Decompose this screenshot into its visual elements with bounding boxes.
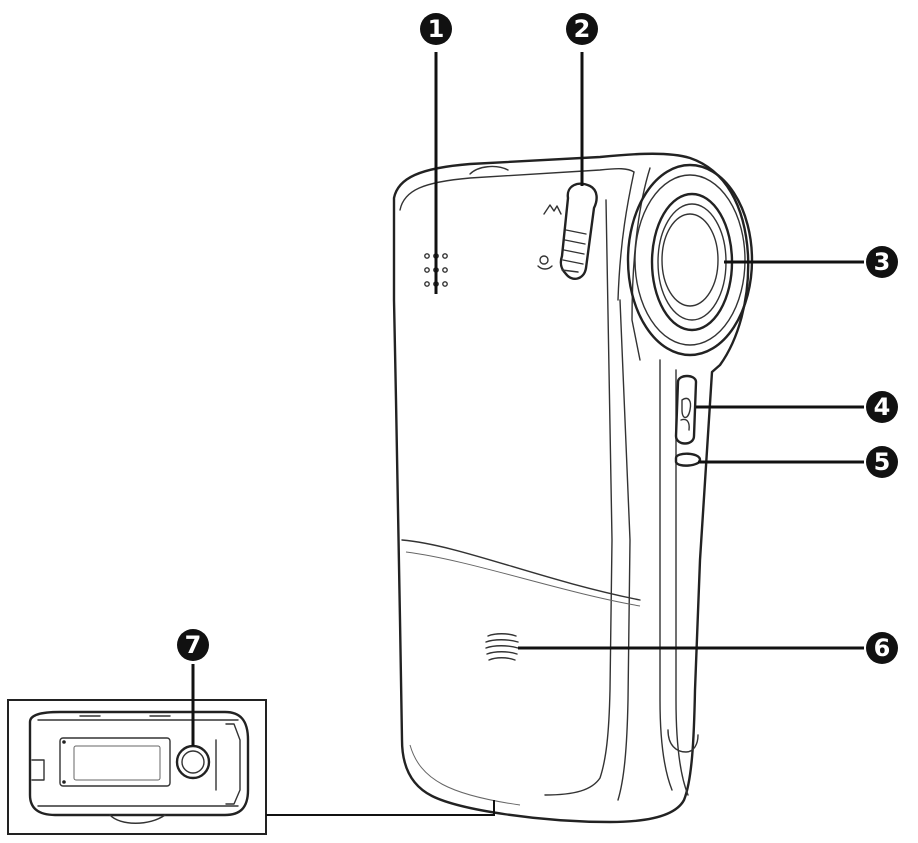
callout-number: 2 <box>574 15 591 43</box>
camcorder-body <box>392 152 750 824</box>
callout-badge <box>177 629 209 661</box>
callout-number: 7 <box>185 631 202 659</box>
callout-badge <box>566 13 598 45</box>
callout-5: 5 <box>866 446 898 478</box>
callout-6: 6 <box>866 632 898 664</box>
speaker-grille <box>485 633 519 661</box>
callout-1: 1 <box>420 13 452 45</box>
lens-assembly <box>626 163 754 357</box>
callout-number: 3 <box>874 248 891 276</box>
callout-badge <box>866 246 898 278</box>
callout-number: 6 <box>874 634 891 662</box>
macro-switch <box>537 182 598 280</box>
callout-number: 1 <box>428 15 445 43</box>
callout-badge <box>866 632 898 664</box>
leader-lines <box>191 52 864 746</box>
strap-holder <box>674 374 698 445</box>
callout-3: 3 <box>866 246 898 278</box>
callout-4: 4 <box>866 391 898 423</box>
callout-badge <box>866 391 898 423</box>
callout-7: 7 <box>177 629 209 661</box>
callout-number: 4 <box>874 393 891 421</box>
callout-badge <box>420 13 452 45</box>
side-button <box>674 452 702 467</box>
bottom-view-inset <box>7 699 495 835</box>
callout-number: 5 <box>874 448 891 476</box>
callout-2: 2 <box>566 13 598 45</box>
callout-badge <box>866 446 898 478</box>
